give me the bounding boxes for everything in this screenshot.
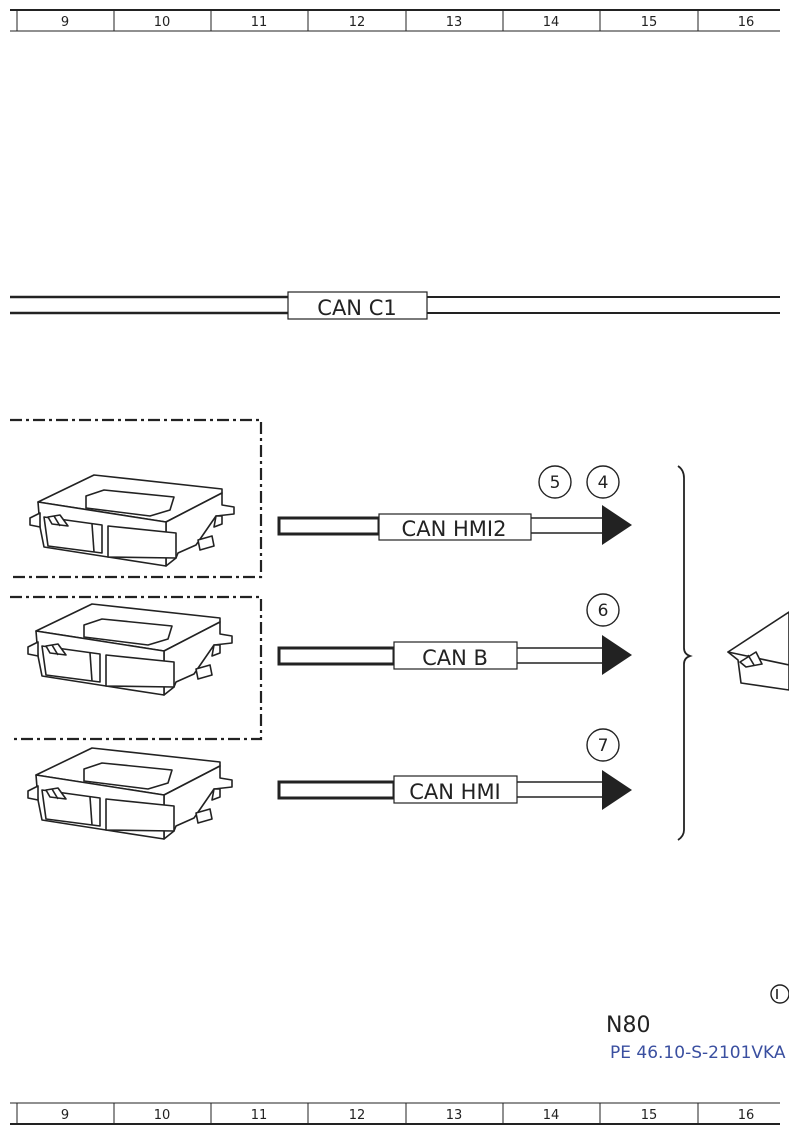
component-name: N80 <box>606 1013 651 1038</box>
can-b-arrow: CAN B <box>277 635 632 675</box>
control-unit-2 <box>27 603 233 696</box>
marker-5: 5 <box>538 465 572 499</box>
top-ruler-col-10: 10 <box>154 15 171 30</box>
bottom-ruler-col-12: 12 <box>349 1108 366 1123</box>
marker-6-text: 6 <box>598 601 609 621</box>
top-ruler-col-12: 12 <box>349 15 366 30</box>
marker-5-text: 5 <box>550 473 561 493</box>
bottom-ruler-col-11: 11 <box>251 1108 268 1123</box>
bottom-ruler-col-9: 9 <box>61 1108 69 1123</box>
can-hmi-arrow: CAN HMI <box>277 770 632 810</box>
bottom-ruler-col-13: 13 <box>446 1108 463 1123</box>
marker-7: 7 <box>586 728 620 762</box>
control-unit-1 <box>29 474 235 567</box>
top-ruler-col-11: 11 <box>251 15 268 30</box>
control-unit-3 <box>27 747 233 840</box>
top-ruler-col-16: 16 <box>738 15 755 30</box>
top-ruler-col-15: 15 <box>641 15 658 30</box>
marker-7-text: 7 <box>598 736 609 756</box>
bottom-ruler-col-14: 14 <box>543 1108 560 1123</box>
can-c1-bus: CAN C1 <box>10 291 780 320</box>
top-ruler: 9 10 11 12 13 14 15 16 <box>10 9 780 32</box>
top-ruler-col-13: 13 <box>446 15 463 30</box>
can-c1-label: CAN C1 <box>317 296 396 320</box>
control-unit-n80-partial <box>727 611 789 691</box>
reference-link[interactable]: PE 46.10-S-2101VKA <box>610 1043 786 1063</box>
marker-6: 6 <box>586 593 620 627</box>
bottom-ruler-col-16: 16 <box>738 1108 755 1123</box>
marker-4: 4 <box>586 465 620 499</box>
dash-dot-frames <box>10 418 263 741</box>
can-hmi2-arrow: CAN HMI2 <box>277 505 632 545</box>
marker-4-text: 4 <box>598 473 609 493</box>
can-hmi2-label: CAN HMI2 <box>402 517 507 541</box>
top-ruler-col-9: 9 <box>61 15 69 30</box>
can-b-label: CAN B <box>422 646 488 670</box>
can-hmi-label: CAN HMI <box>409 780 501 804</box>
bottom-ruler-col-10: 10 <box>154 1108 171 1123</box>
bottom-ruler: 9 10 11 12 13 14 15 16 <box>10 1102 780 1125</box>
cut-off-symbol-icon <box>768 983 789 1005</box>
top-ruler-col-14: 14 <box>543 15 560 30</box>
bottom-ruler-col-15: 15 <box>641 1108 658 1123</box>
grouping-brace <box>677 465 693 841</box>
